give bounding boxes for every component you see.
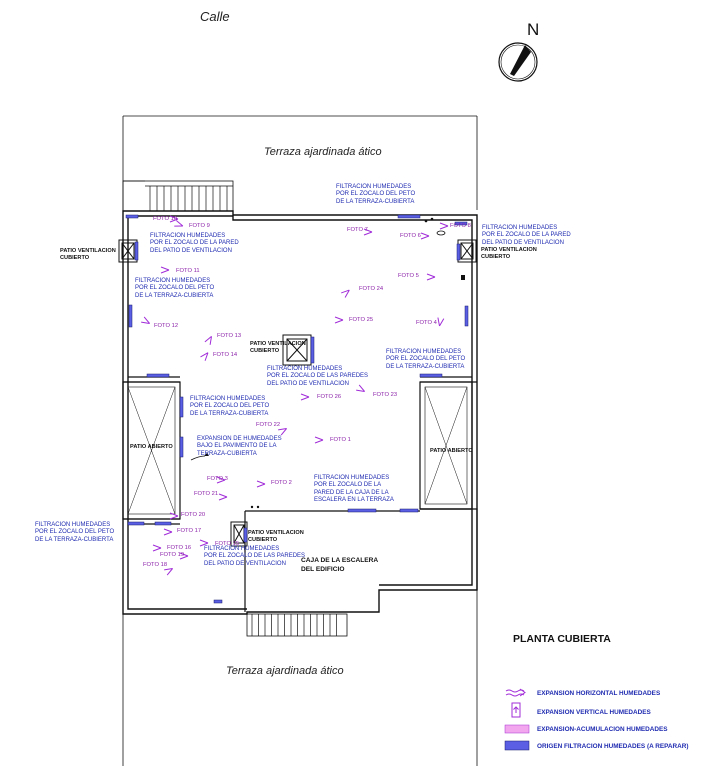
photo-arrow-icon-4 — [437, 317, 445, 327]
note-left-peto: FILTRACION HUMEDADES POR EL ZOCALO DEL P… — [135, 278, 215, 299]
north-arrow-icon — [498, 42, 538, 82]
stair-box-label: CAJA DE LA ESCALERA DEL EDIFICIO — [301, 557, 379, 573]
photo-arrow-icon-18 — [164, 568, 173, 576]
photo-arrow-icon-22 — [278, 428, 287, 436]
photo-label-20: FOTO 20 — [181, 512, 206, 518]
photo-label-10: FOTO 10 — [153, 216, 178, 222]
terrace-bottom-label: Terraza ajardinada ático — [226, 665, 344, 677]
photo-arrow-icon-10 — [169, 215, 179, 223]
photo-label-6: FOTO 6 — [400, 233, 421, 239]
photo-label-19: FOTO 19 — [160, 552, 185, 558]
covered-patio-right — [457, 239, 477, 263]
expansion-accumulation-swatch — [504, 724, 530, 734]
photo-arrow-icon-14 — [200, 352, 209, 361]
photo-label-18: FOTO 18 — [143, 562, 168, 568]
photo-label-2: FOTO 2 — [271, 480, 292, 486]
note-left-patio: FILTRACION HUMEDADES POR EL ZOCALO DE LA… — [150, 233, 239, 254]
photo-arrow-icon-6 — [420, 232, 430, 240]
photo-label-17: FOTO 17 — [177, 528, 202, 534]
note-top-peto: FILTRACION HUMEDADES POR EL ZOCALO DEL P… — [336, 184, 416, 205]
photo-arrow-icon-20 — [169, 512, 179, 520]
photo-label-9: FOTO 9 — [189, 223, 210, 229]
open-patio-right-label: PATIO ABIERTO — [430, 448, 473, 454]
street-label: Calle — [200, 9, 230, 24]
photo-label-1: FOTO 1 — [330, 437, 351, 443]
north-label: N — [527, 20, 540, 39]
expansion-vertical-icon — [511, 702, 521, 718]
covered-patio-left — [118, 239, 138, 263]
photo-label-3: FOTO 3 — [207, 476, 228, 482]
photo-arrow-icon-9 — [174, 220, 184, 227]
terrace-top-label: Terraza ajardinada ático — [264, 146, 382, 158]
roof-perimeter-wall — [122, 210, 478, 615]
photo-label-15: FOTO 15 — [215, 541, 240, 547]
photo-arrow-icon-17 — [163, 528, 173, 536]
legend-origin-label: ORIGEN FILTRACION HUMEDADES (A REPARAR) — [537, 743, 689, 750]
photo-arrow-icon-2 — [256, 480, 266, 488]
photo-label-14: FOTO 14 — [213, 352, 238, 358]
photo-arrow-icon-26 — [300, 393, 310, 401]
photo-label-22: FOTO 22 — [256, 422, 281, 428]
photo-arrow-icon-12 — [141, 316, 150, 324]
note-right-patio: FILTRACION HUMEDADES POR EL ZOCALO DE LA… — [482, 225, 571, 246]
photo-arrow-icon-5 — [426, 273, 436, 281]
photo-arrow-icon-3 — [216, 476, 226, 484]
photo-label-24: FOTO 24 — [359, 286, 384, 292]
photo-arrow-icon-16 — [152, 544, 162, 552]
covered-patio-left-label: PATIO VENTILACION CUBIERTO — [60, 248, 116, 261]
photo-arrow-icon-11 — [160, 266, 170, 274]
photo-arrow-icon-13 — [204, 336, 212, 345]
photo-arrow-icon-1 — [314, 436, 324, 444]
photo-label-4: FOTO 4 — [416, 320, 437, 326]
note-mid-left-peto: FILTRACION HUMEDADES POR EL ZOCALO DEL P… — [190, 396, 270, 417]
photo-label-11: FOTO 11 — [176, 268, 200, 274]
photo-label-7: FOTO 7 — [347, 227, 368, 233]
origin-filtration-swatch — [504, 740, 530, 751]
photo-arrow-icon-25 — [334, 316, 344, 324]
expansion-horizontal-icon — [505, 688, 526, 697]
note-bottom-patio: FILTRACION HUMEDADES POR EL ZOCALO DE LA… — [204, 546, 306, 567]
plan-title: PLANTA CUBIERTA — [513, 633, 611, 645]
photo-label-5: FOTO 5 — [398, 273, 419, 279]
legend-accumulation-label: EXPANSION-ACUMULACION HUMEDADES — [537, 726, 668, 733]
note-right-peto: FILTRACION HUMEDADES POR EL ZOCALO DEL P… — [386, 349, 466, 370]
photo-label-16: FOTO 16 — [167, 545, 192, 551]
note-stair-wall: FILTRACION HUMEDADES POR EL ZOCALO DE LA… — [314, 475, 394, 503]
photo-label-13: FOTO 13 — [217, 333, 242, 339]
photo-arrow-icon-24 — [341, 289, 350, 298]
photo-arrow-icon-7 — [363, 228, 373, 236]
note-expansion: EXPANSION DE HUMEDADES BAJO EL PAVIMENTO… — [197, 436, 282, 457]
photo-label-8: FOTO 8 — [450, 223, 471, 229]
note-outside-left-peto: FILTRACION HUMEDADES POR EL ZOCALO DEL P… — [35, 522, 115, 543]
filtration-origin-marks — [125, 214, 469, 604]
photo-arrow-icon-8 — [439, 222, 449, 230]
photo-label-25: FOTO 25 — [349, 317, 374, 323]
legend-horizontal-label: EXPANSION HORIZONTAL HUMEDADES — [537, 690, 661, 697]
photo-label-21: FOTO 21 — [194, 491, 219, 497]
covered-patio-center-label: PATIO VENTILACION CUBIERTO — [250, 341, 306, 354]
photo-arrow-icon-23 — [356, 384, 365, 392]
photo-arrow-icon-15 — [199, 539, 209, 547]
legend-vertical-label: EXPANSION VERTICAL HUMEDADES — [537, 709, 651, 716]
photo-arrow-icon-19 — [179, 552, 189, 560]
legend-symbols — [504, 688, 530, 751]
photo-label-26: FOTO 26 — [317, 394, 342, 400]
open-patio-left-label: PATIO ABIERTO — [130, 444, 173, 450]
covered-patio-center — [282, 334, 312, 366]
photo-label-23: FOTO 23 — [373, 392, 398, 398]
note-center-patio: FILTRACION HUMEDADES POR EL ZOCALO DE LA… — [267, 366, 369, 387]
covered-patio-bottom-label: PATIO VENTILACION CUBIERTO — [248, 530, 304, 543]
covered-patio-right-label: PATIO VENTILACION CUBIERTO — [481, 247, 537, 260]
open-patio-right — [419, 381, 473, 510]
photo-arrow-icon-21 — [218, 493, 228, 501]
bottom-stair — [246, 613, 348, 637]
photo-label-12: FOTO 12 — [154, 323, 179, 329]
